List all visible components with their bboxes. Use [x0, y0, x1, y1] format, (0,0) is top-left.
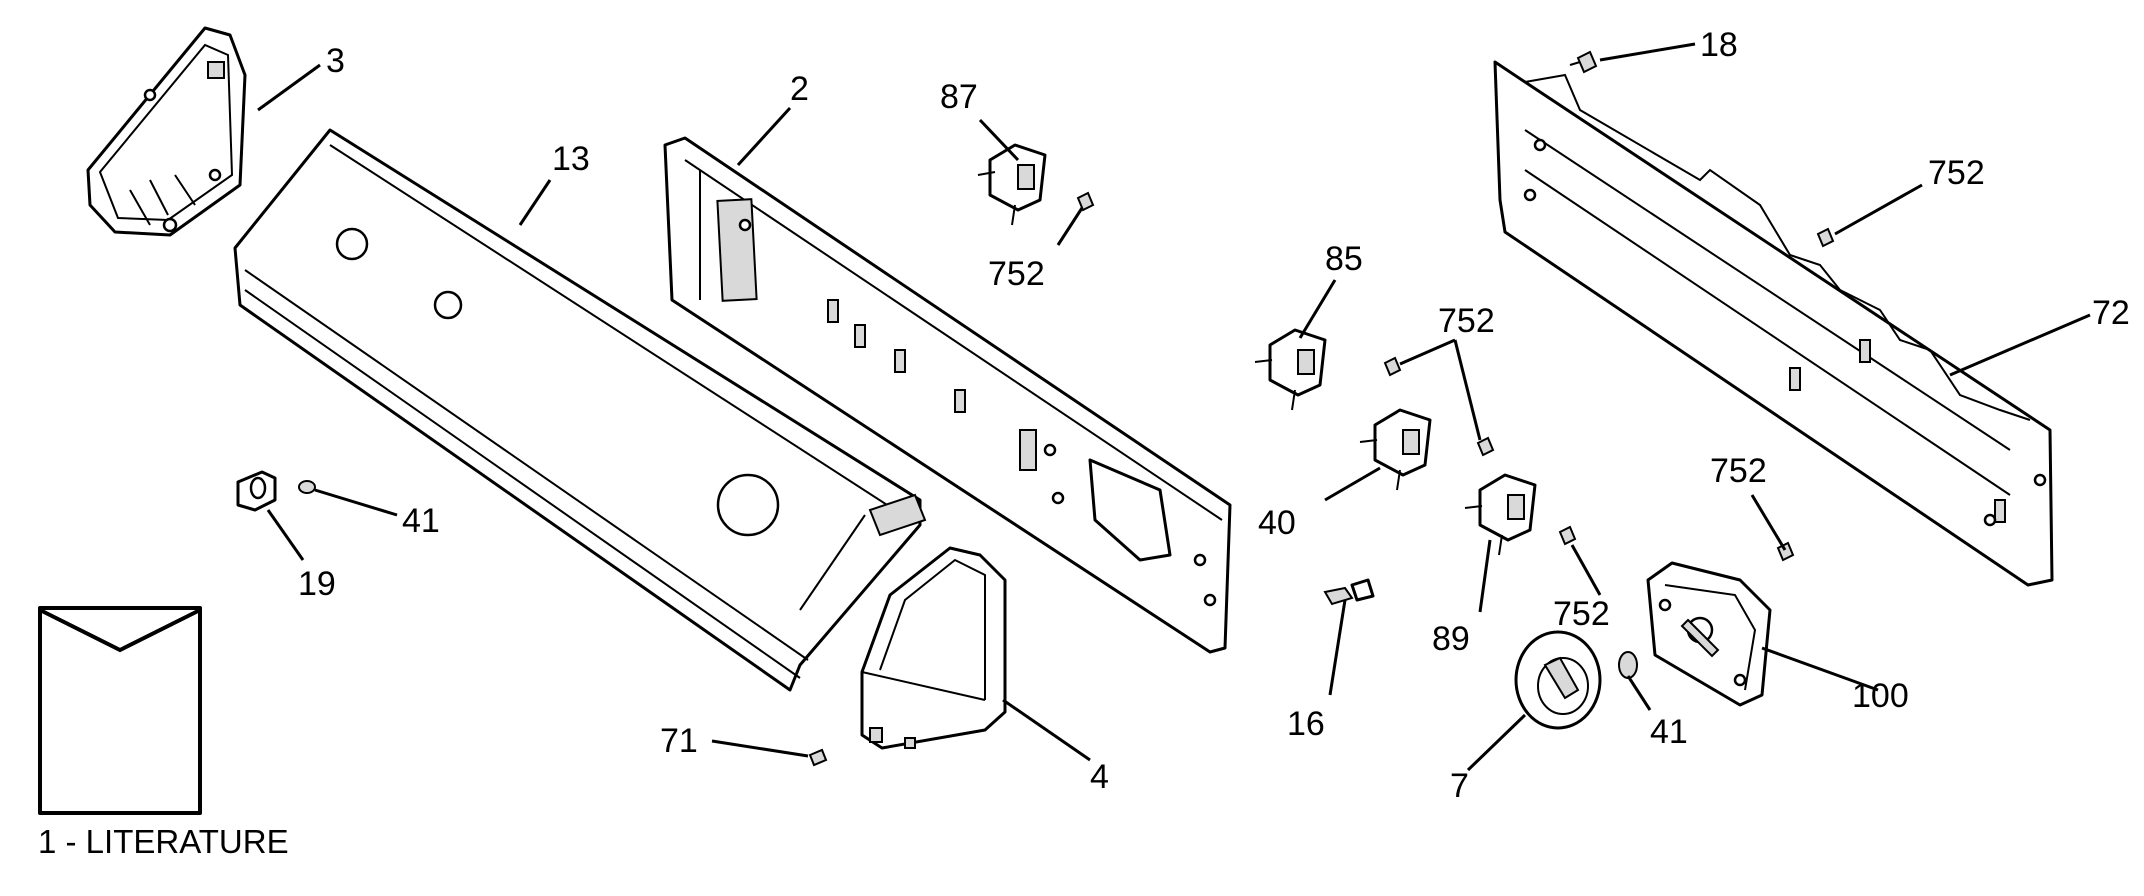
literature-caption: 1 - LITERATURE	[38, 823, 289, 860]
callout-72: 72	[2092, 294, 2130, 332]
part-4-right-end-cap	[860, 546, 1007, 750]
part-2-control-bracket	[663, 136, 1232, 654]
part-85-switch	[1254, 328, 1327, 411]
callout-71: 71	[660, 722, 698, 760]
callout-752-e: 752	[1710, 452, 1767, 490]
screw-752-d	[1476, 436, 1495, 457]
callout-2: 2	[790, 70, 809, 108]
literature-envelope-icon	[38, 606, 202, 815]
screw-752-b	[1816, 227, 1835, 248]
part-87-switch	[977, 143, 1047, 226]
part-7-timer-knob	[1514, 630, 1602, 730]
part-100-timer	[1646, 561, 1772, 707]
part-13-console-panel	[233, 128, 927, 692]
part-3-left-end-cap	[86, 26, 247, 237]
callout-752-d: 752	[1553, 595, 1610, 633]
callout-752-a: 752	[988, 255, 1045, 293]
callout-19: 19	[298, 565, 336, 603]
part-89-switch	[1464, 473, 1537, 556]
part-71-screw	[808, 748, 828, 767]
callout-4: 4	[1090, 758, 1109, 796]
callout-87: 87	[940, 78, 978, 116]
callout-40: 40	[1258, 504, 1296, 542]
part-16-key	[1323, 578, 1375, 606]
callout-7: 7	[1450, 767, 1469, 805]
callout-18: 18	[1700, 26, 1738, 64]
callout-13: 13	[552, 140, 590, 178]
callout-752-b: 752	[1928, 154, 1985, 192]
callout-100: 100	[1852, 677, 1909, 715]
screw-752-e	[1558, 525, 1577, 546]
callout-752-c: 752	[1438, 302, 1495, 340]
screw-752-a	[1076, 191, 1095, 212]
screw-752-f	[1776, 541, 1795, 562]
callout-85: 85	[1325, 240, 1363, 278]
callout-labels: 3 13 2 87 752 18 752 72 85 752 40 89 752…	[298, 26, 2130, 805]
part-72-rear-panel	[1493, 60, 2054, 587]
callout-3: 3	[326, 42, 345, 80]
leader-lines	[257, 42, 2091, 772]
screw-18	[1569, 50, 1598, 74]
part-41-spring-left	[298, 480, 316, 494]
part-19-knob	[236, 470, 277, 512]
callout-41-right: 41	[1650, 713, 1688, 751]
part-40-switch	[1359, 408, 1432, 491]
screw-752-c	[1383, 356, 1402, 377]
callout-16: 16	[1287, 705, 1325, 743]
callout-89: 89	[1432, 620, 1470, 658]
callout-41-left: 41	[402, 502, 440, 540]
part-41-spring-right	[1618, 651, 1638, 679]
